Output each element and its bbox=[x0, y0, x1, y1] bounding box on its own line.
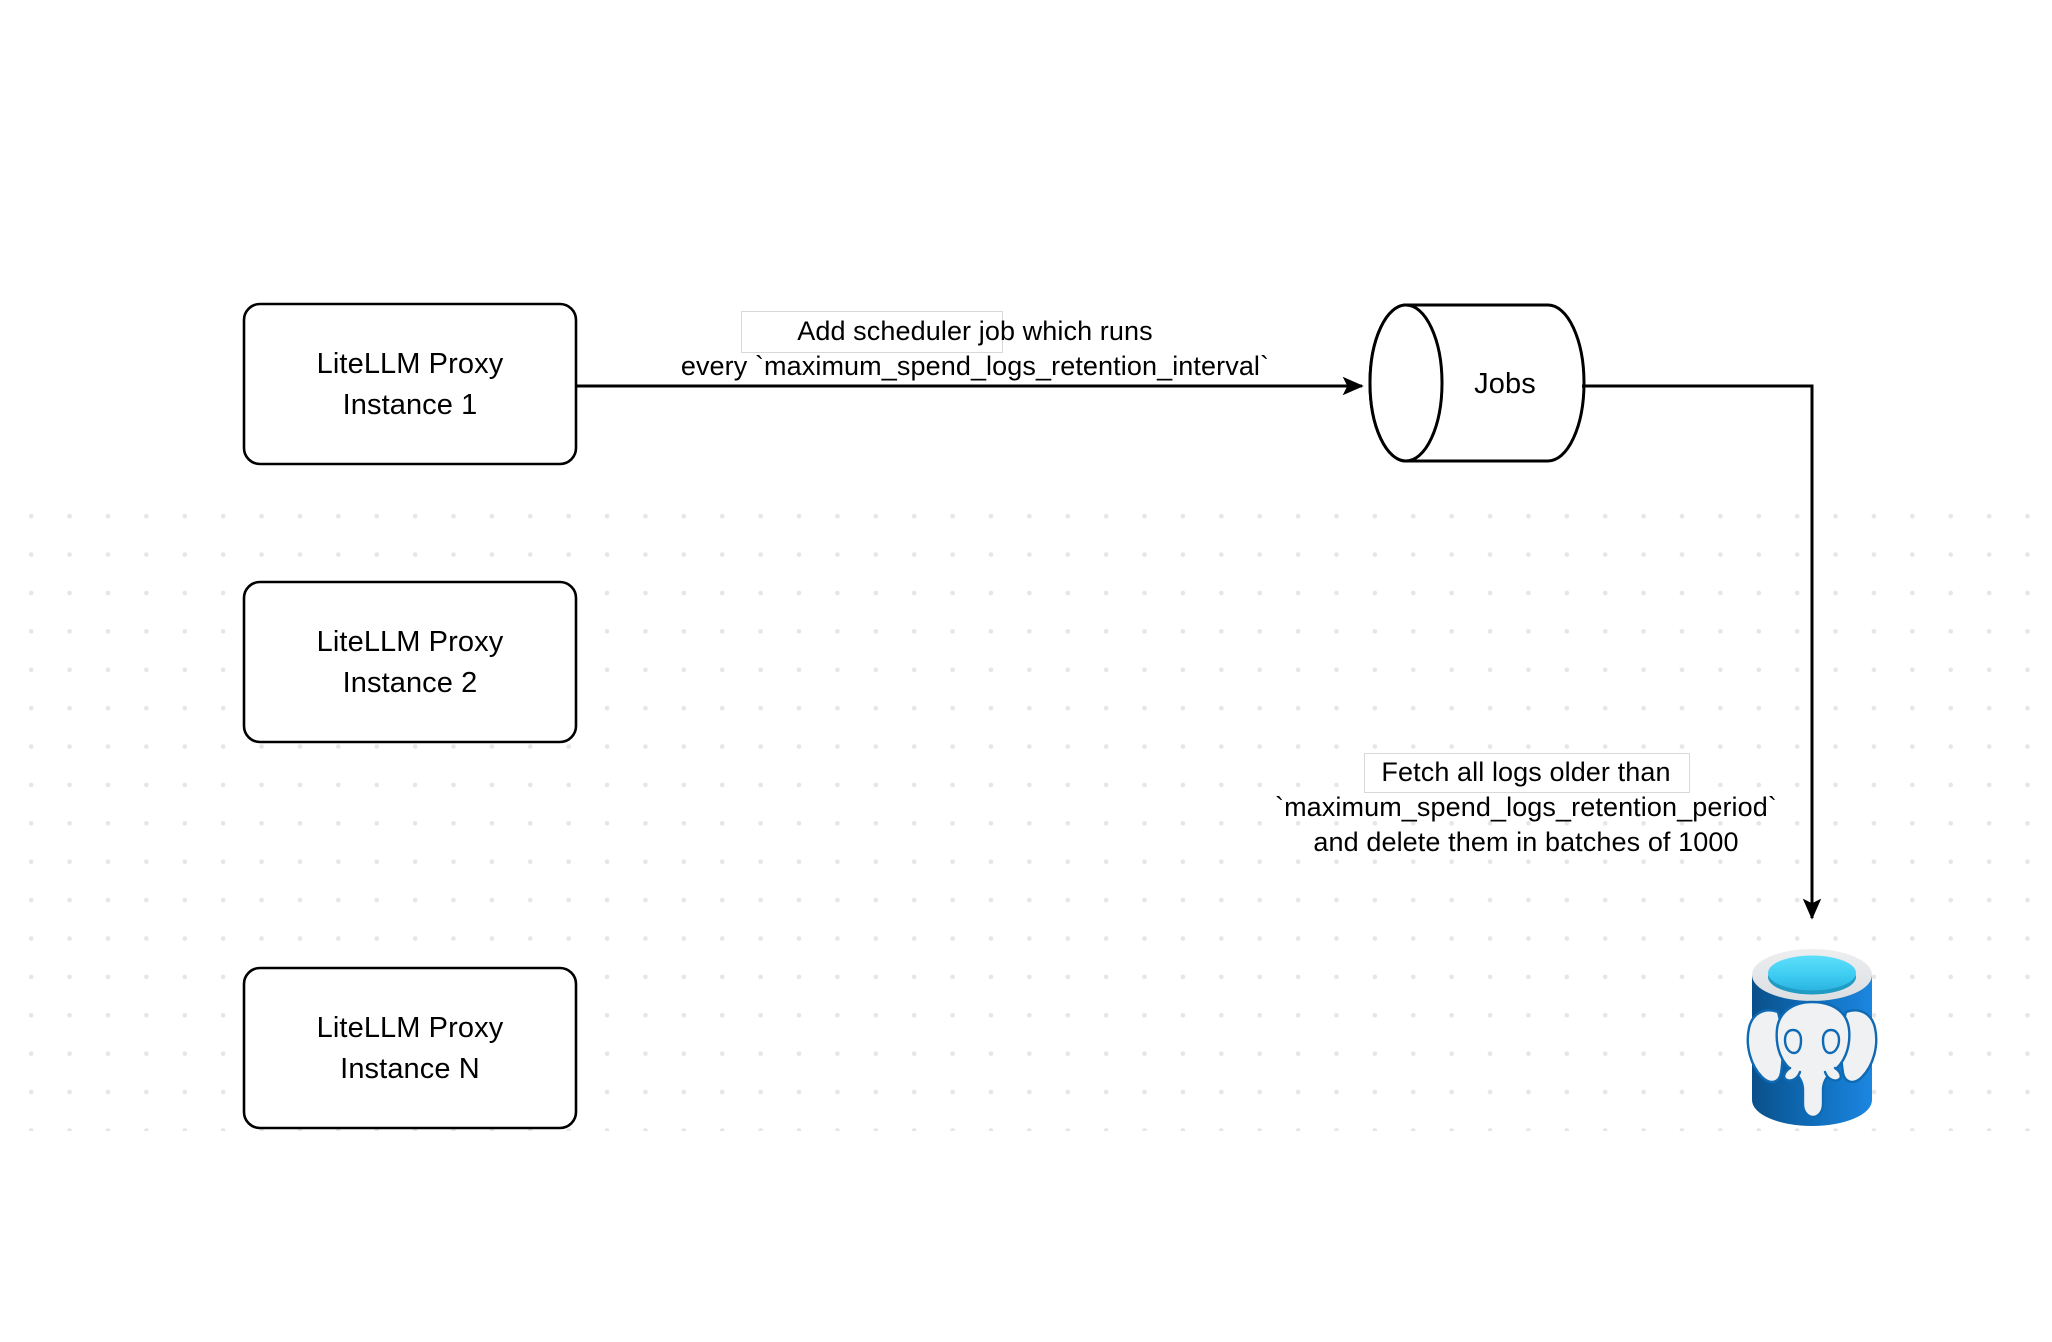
node-proxy-1-label: LiteLLM Proxy Instance 1 bbox=[316, 348, 504, 421]
edge-delete-label: Fetch all logs older than `maximum_spend_… bbox=[1230, 755, 1822, 860]
postgresql-icon[interactable] bbox=[1746, 949, 1878, 1126]
edge-delete-label-line2: `maximum_spend_logs_retention_period` bbox=[1275, 792, 1777, 822]
postgres-elephant-glyph bbox=[1746, 1000, 1878, 1119]
edge-delete-line bbox=[1582, 384, 1822, 920]
node-jobs-shape[interactable] bbox=[1368, 303, 1586, 463]
node-proxy-n-label: LiteLLM Proxy Instance N bbox=[316, 1012, 504, 1085]
edge-scheduler-label-line1: Add scheduler job which runs bbox=[797, 316, 1153, 346]
node-proxy-n-shape[interactable] bbox=[242, 966, 578, 1130]
node-proxy-1-shape[interactable] bbox=[242, 302, 578, 466]
edge-delete-label-line1: Fetch all logs older than bbox=[1381, 757, 1671, 787]
edge-scheduler-label: Add scheduler job which runs every `maxim… bbox=[600, 314, 1350, 384]
node-proxy-2-label: LiteLLM Proxy Instance 2 bbox=[316, 626, 504, 699]
edge-scheduler-label-line2: every `maximum_spend_logs_retention_inte… bbox=[680, 351, 1270, 381]
edge-delete-label-line3: and delete them in batches of 1000 bbox=[1313, 827, 1739, 857]
node-jobs-label: Jobs bbox=[1474, 368, 1536, 400]
node-proxy-2-shape[interactable] bbox=[242, 580, 578, 744]
